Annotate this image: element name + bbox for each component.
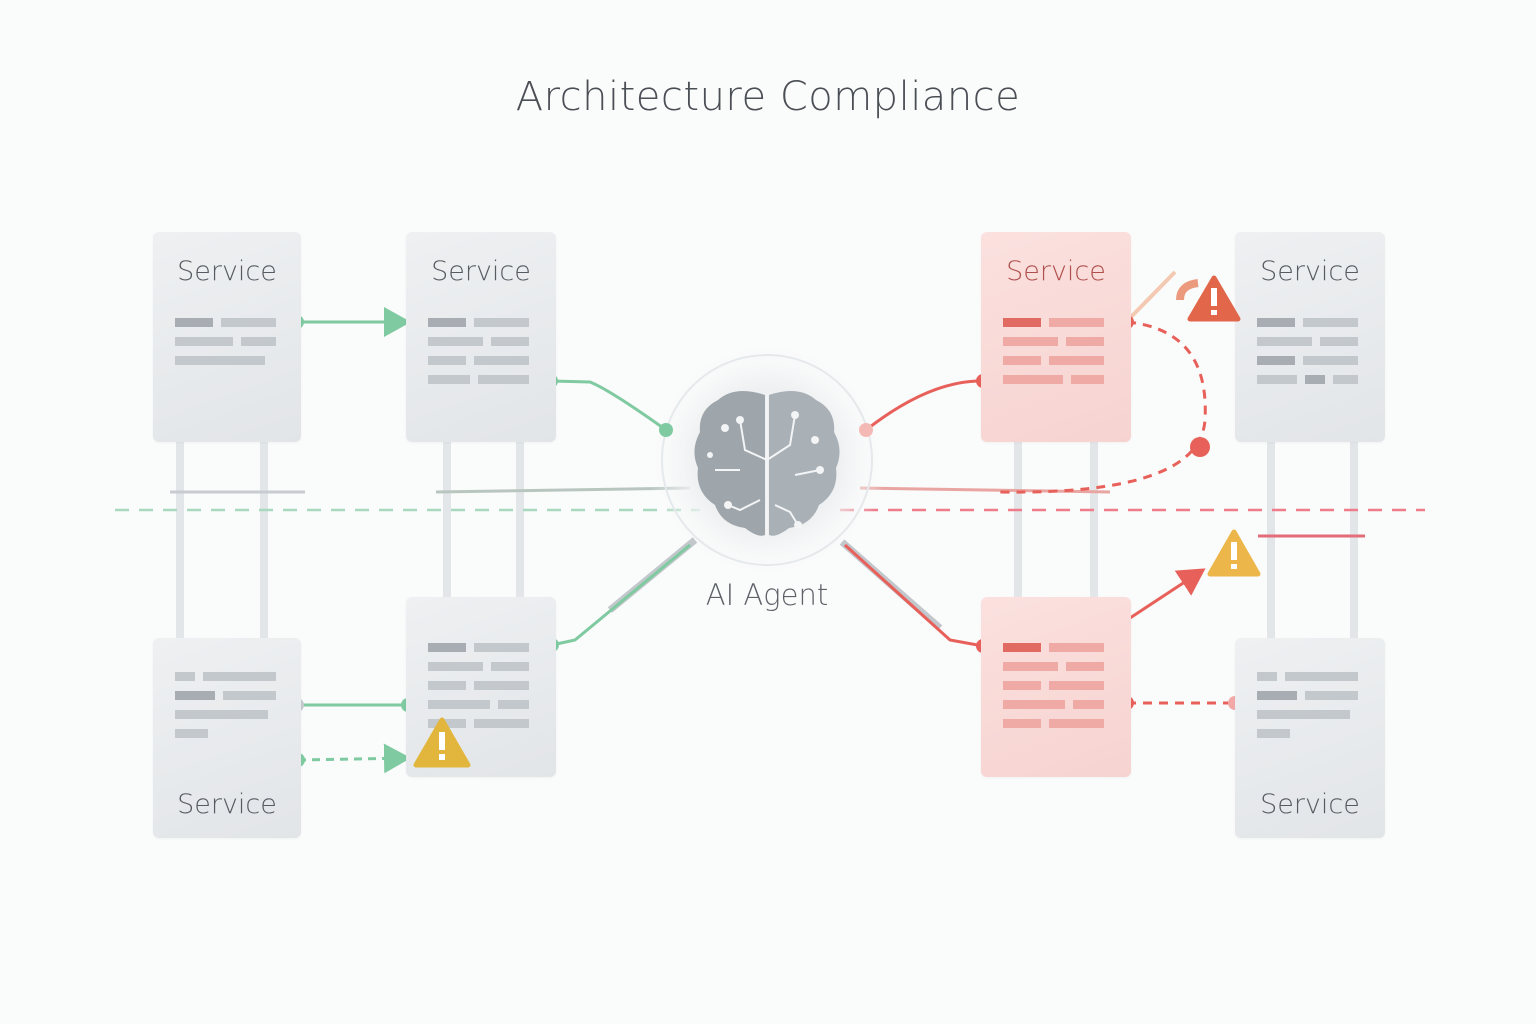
service-label: Service bbox=[431, 256, 531, 287]
warning-icon-yellow-right bbox=[1207, 529, 1261, 577]
service-links bbox=[176, 442, 1358, 638]
service-card-top-left-1[interactable]: Service bbox=[153, 232, 301, 442]
service-label: Service bbox=[177, 256, 277, 287]
diagram-title: Architecture Compliance bbox=[515, 74, 1021, 120]
service-label: Service bbox=[1006, 256, 1106, 287]
service-label: Service bbox=[1260, 256, 1360, 287]
service-card-bottom-right-2[interactable]: Service bbox=[1235, 638, 1385, 838]
broken-link-icon bbox=[1176, 279, 1199, 301]
service-label: Service bbox=[177, 789, 277, 820]
service-card-top-right-1[interactable]: Service bbox=[981, 232, 1131, 442]
warning-icon-yellow-left bbox=[413, 717, 471, 768]
service-card-top-left-2[interactable]: Service bbox=[406, 232, 556, 442]
warning-icon-red bbox=[1187, 275, 1241, 322]
brain-circuit-icon bbox=[694, 391, 840, 538]
service-label: Service bbox=[1260, 789, 1360, 820]
ai-agent-label: AI Agent bbox=[705, 578, 829, 612]
service-card-top-right-2[interactable]: Service bbox=[1235, 232, 1385, 442]
service-card-bottom-right-1[interactable] bbox=[981, 597, 1131, 777]
service-card-bottom-left-1[interactable]: Service bbox=[153, 638, 301, 838]
